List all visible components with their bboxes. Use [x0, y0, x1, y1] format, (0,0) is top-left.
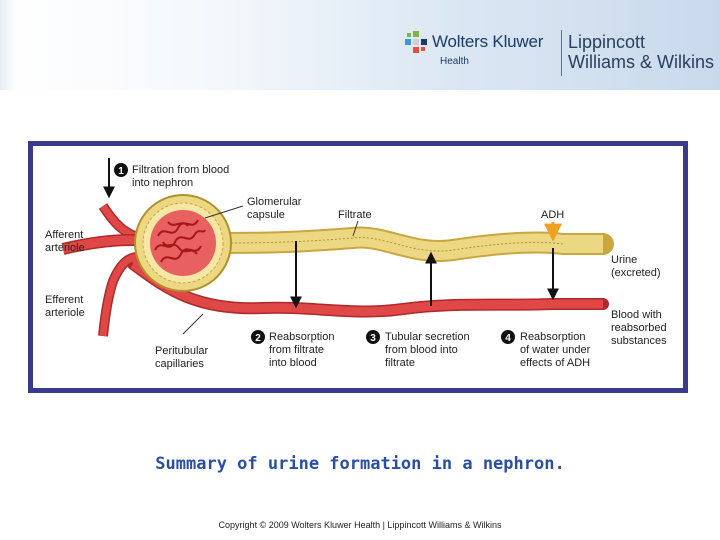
- step-2-line-3: into blood: [269, 357, 317, 369]
- step-2-number: 2: [255, 333, 261, 344]
- wolters-kluwer-logo-icon: [405, 31, 427, 53]
- step-2: 2 Reabsorption from filtrate into blood: [251, 330, 334, 369]
- glomerular-label-2: capsule: [247, 209, 285, 221]
- imprint-line-1: Lippincott: [568, 32, 646, 52]
- publisher-name: Wolters Kluwer: [432, 32, 544, 51]
- efferent-label-1: Efferent: [45, 294, 83, 306]
- afferent-label-1: Afferent: [45, 229, 83, 241]
- step-4: 4 Reabsorption of water under effects of…: [501, 330, 591, 369]
- nephron-illustration: 1 Filtration from blood into nephron 2 R…: [45, 158, 667, 370]
- step-3-line-3: filtrate: [385, 357, 415, 369]
- glomerular-label-1: Glomerular: [247, 196, 302, 208]
- wolters-kluwer-logo: Wolters Kluwer Health: [404, 30, 562, 74]
- step-2-line-1: Reabsorption: [269, 331, 334, 343]
- step-4-line-3: effects of ADH: [520, 357, 590, 369]
- afferent-label-2: arteriole: [45, 242, 85, 254]
- step-2-badge: [251, 330, 265, 344]
- imprint-line-2: Williams & Wilkins: [568, 52, 714, 72]
- glomerular-capsule: [134, 194, 232, 292]
- filtrate-label: Filtrate: [338, 209, 372, 221]
- blood-label-3: substances: [611, 335, 667, 347]
- copyright-notice: Copyright © 2009 Wolters Kluwer Health |…: [218, 520, 502, 530]
- step-4-number: 4: [505, 333, 511, 344]
- peritubular-label-1: Peritubular: [155, 345, 209, 357]
- urine-label-2: (excreted): [611, 267, 661, 279]
- slide-header-banner: [0, 0, 720, 90]
- blood-label-1: Blood with: [611, 309, 662, 321]
- adh-label: ADH: [541, 209, 564, 221]
- publisher-division: Health: [440, 56, 469, 67]
- logo-divider: [561, 30, 562, 76]
- slide-caption: Summary of urine formation in a nephron.: [155, 454, 565, 474]
- step-1-badge: [114, 163, 128, 177]
- step-3-line-2: from blood into: [385, 344, 458, 356]
- step-1-number: 1: [118, 166, 124, 177]
- step-3-line-1: Tubular secretion: [385, 331, 470, 343]
- step-4-line-2: of water under: [520, 344, 591, 356]
- nephron-diagram: 1 Filtration from blood into nephron 2 R…: [28, 141, 688, 393]
- renal-tubule: [212, 226, 614, 262]
- lippincott-logo: Lippincott Williams & Wilkins: [568, 32, 714, 72]
- urine-label-1: Urine: [611, 254, 637, 266]
- step-4-line-1: Reabsorption: [520, 331, 585, 343]
- peritubular-label-2: capillaries: [155, 358, 204, 370]
- efferent-label-2: arteriole: [45, 307, 85, 319]
- step-3: 3 Tubular secretion from blood into filt…: [366, 330, 470, 369]
- header-edge: [0, 0, 18, 90]
- step-3-badge: [366, 330, 380, 344]
- step-2-line-2: from filtrate: [269, 344, 324, 356]
- step-1: 1 Filtration from blood into nephron: [114, 163, 229, 189]
- step-1-line-1: Filtration from blood: [132, 164, 229, 176]
- step-3-number: 3: [370, 333, 376, 344]
- step-4-badge: [501, 330, 515, 344]
- peritubular-capillary: [127, 258, 609, 318]
- blood-label-2: reabsorbed: [611, 322, 667, 334]
- step-1-line-2: into nephron: [132, 177, 193, 189]
